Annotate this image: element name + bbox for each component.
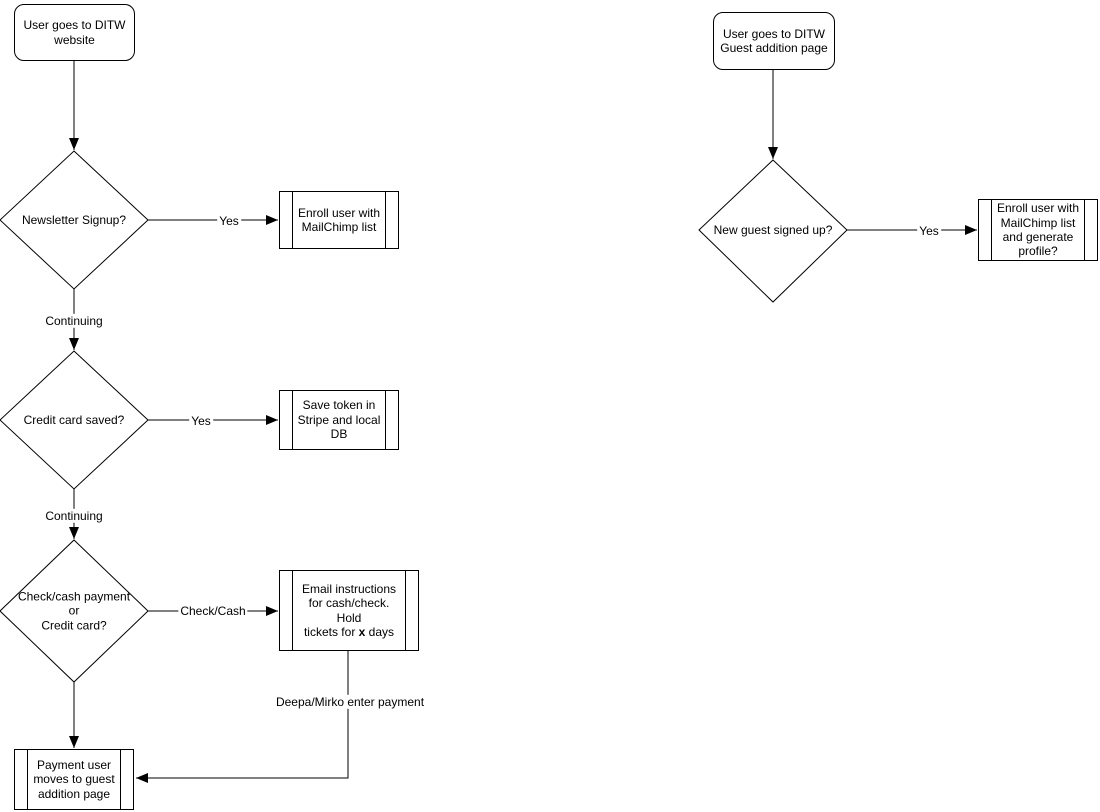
decision-payment-method-label: Check/cash payment or Credit card? [17, 589, 131, 633]
process-bar [27, 750, 28, 809]
decision-credit-card-label: Credit card saved? [23, 412, 125, 427]
start-node-guest-addition: User goes to DITW Guest addition page [713, 12, 835, 70]
edge-label-deepa-mirko: Deepa/Mirko enter payment [273, 694, 427, 710]
process-payment-moves-label: Payment user moves to guest addition pag… [33, 757, 115, 801]
process-email-instructions: Email instructions for cash/check. Hold … [279, 570, 419, 651]
start-node-guest-label: User goes to DITW Guest addition page [720, 26, 828, 55]
process-bar [1084, 200, 1085, 260]
edge-label-continuing-2: Continuing [43, 508, 105, 524]
email-text-before: Email instructions for cash/check. Hold … [301, 581, 397, 639]
decision-diamond-new-guest [698, 159, 848, 303]
edge-label-continuing-1: Continuing [43, 313, 105, 329]
email-text-bold-x: x [358, 624, 366, 639]
process-enroll-mailchimp-label: Enroll user with MailChimp list [297, 205, 381, 234]
process-enroll-mailchimp: Enroll user with MailChimp list [279, 191, 399, 249]
process-email-instructions-label: Email instructions for cash/check. Hold … [295, 582, 403, 640]
start-node-ditw-website: User goes to DITW website [14, 4, 135, 61]
process-bar [120, 750, 121, 809]
edge-label-yes-newsletter: Yes [217, 213, 241, 229]
edge-label-yes-credit: Yes [189, 413, 213, 429]
process-bar [385, 391, 386, 449]
process-enroll-profile: Enroll user with MailChimp list and gene… [978, 199, 1098, 261]
process-bar [385, 192, 386, 248]
start-node-label: User goes to DITW website [23, 18, 126, 47]
process-bar [292, 571, 293, 650]
decision-new-guest-label: New guest signed up? [713, 222, 833, 237]
process-payment-moves: Payment user moves to guest addition pag… [14, 749, 134, 810]
process-enroll-profile-label: Enroll user with MailChimp list and gene… [996, 201, 1080, 259]
process-bar [405, 571, 406, 650]
process-bar [991, 200, 992, 260]
process-save-token: Save token in Stripe and local DB [279, 390, 399, 450]
edge-label-check-cash: Check/Cash [178, 603, 248, 619]
process-bar [292, 391, 293, 449]
email-text-after: days [365, 624, 395, 639]
edge-label-yes-new-guest: Yes [917, 223, 941, 239]
connector-email-to-payment-box [136, 651, 349, 783]
process-bar [292, 192, 293, 248]
decision-newsletter-label: Newsletter Signup? [21, 212, 127, 227]
process-save-token-label: Save token in Stripe and local DB [297, 398, 381, 442]
